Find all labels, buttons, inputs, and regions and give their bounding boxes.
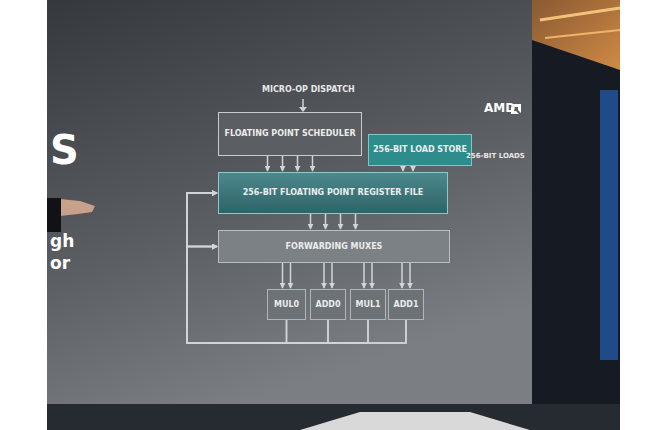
connector-line (297, 156, 299, 171)
box-text: ADD1 (393, 300, 418, 309)
connector (364, 263, 372, 288)
connector-line (355, 214, 357, 229)
connector (283, 263, 291, 288)
connector-line (371, 263, 373, 288)
input-label: 256-BIT LOADS (466, 153, 525, 161)
logo-text: AMD (484, 102, 515, 115)
connector (324, 263, 332, 288)
connector-line (187, 193, 287, 343)
execution-unit: MUL0 (267, 289, 306, 320)
connector-line (282, 156, 284, 171)
connector (187, 193, 368, 343)
connector-line (267, 156, 269, 171)
execution-unit: MUL1 (350, 289, 386, 320)
ceiling-strip (545, 30, 620, 38)
ceiling-strip (540, 8, 620, 20)
execution-unit: ADD0 (310, 289, 346, 320)
connector (311, 214, 356, 229)
connector-line (409, 263, 411, 288)
box-text: FORWARDING MUXES (286, 242, 383, 251)
connector (187, 193, 406, 343)
connector-line (187, 193, 328, 343)
connector-line (187, 193, 406, 343)
box-text: FLOATING POINT SCHEDULER (224, 129, 355, 138)
connector (187, 193, 287, 343)
connector-line (312, 156, 314, 171)
slide-text-fragment: gh (50, 232, 74, 251)
connector (402, 263, 410, 288)
forwarding-mux-band: FORWARDING MUXES (218, 230, 450, 263)
connector-line (282, 263, 284, 288)
connector-line (325, 214, 327, 229)
connector-line (331, 263, 333, 288)
projection-screen (47, 0, 532, 404)
register-file-band: 256-BIT FLOATING POINT REGISTER FILE (218, 172, 448, 214)
slide-title-fragment: S (50, 128, 79, 172)
stage-floor (47, 404, 620, 430)
connector-line (310, 214, 312, 229)
blue-pillar (600, 90, 618, 360)
connector (403, 166, 413, 171)
slide-text-fragment: or (50, 254, 70, 273)
dispatch-arrow (302, 99, 304, 108)
connector-line (363, 263, 365, 288)
ceiling-lights (532, 0, 620, 70)
scheduler-box: FLOATING POINT SCHEDULER (218, 112, 362, 156)
connector-line (402, 166, 404, 171)
box-text: 256-BIT FLOATING POINT REGISTER FILE (243, 188, 424, 197)
presenter-sleeve (47, 198, 61, 232)
connector-line (290, 263, 292, 288)
connector-line (340, 214, 342, 229)
connector (187, 193, 328, 343)
box-text: ADD0 (315, 300, 340, 309)
connector (268, 156, 313, 171)
load-store-box: 256-BIT LOAD STORE (368, 134, 472, 166)
floor-marking (300, 412, 530, 430)
box-text: MUL1 (355, 300, 380, 309)
connector-line (323, 263, 325, 288)
input-label: MICRO-OP DISPATCH (262, 86, 355, 95)
connector-line (187, 193, 368, 343)
connector-line (401, 263, 403, 288)
box-text: 256-BIT LOAD STORE (373, 145, 467, 154)
room (47, 0, 620, 430)
connector-line (412, 166, 414, 171)
box-text: MUL0 (274, 300, 299, 309)
execution-unit: ADD1 (388, 289, 424, 320)
